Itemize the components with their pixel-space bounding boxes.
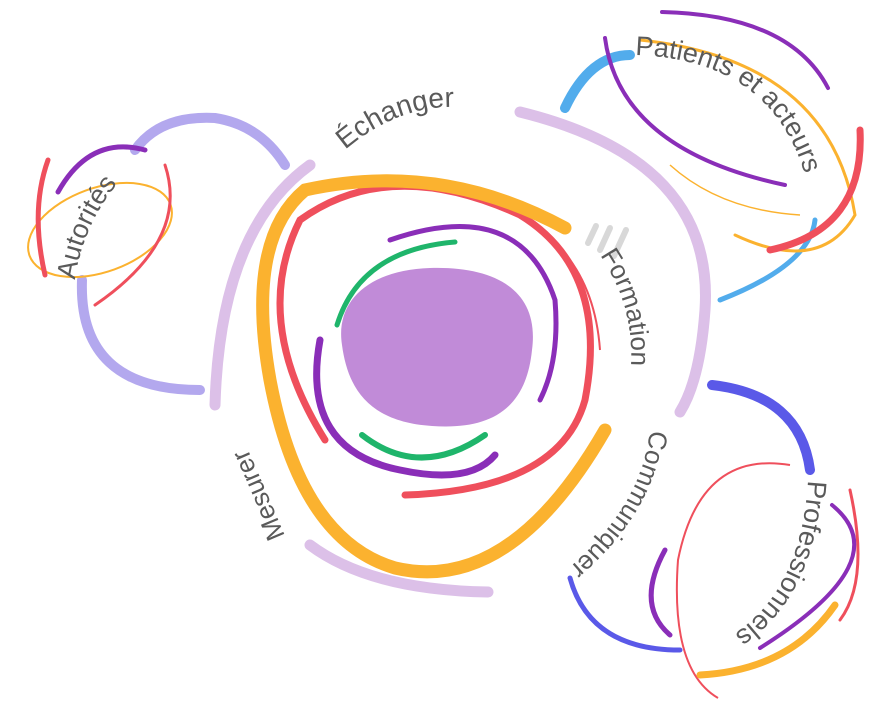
autorites-red-arc-left <box>35 157 51 278</box>
pros-orange-arc <box>696 601 839 679</box>
slash-mark <box>585 223 629 259</box>
red-thin-arc <box>429 189 601 351</box>
indigo-connector-bottom <box>567 575 683 653</box>
indigo-connector-top <box>707 380 815 475</box>
pros-purple-arc-right <box>758 503 857 650</box>
lilac-arc-bottom <box>304 539 494 598</box>
sky-connector-top <box>560 50 635 113</box>
patients-thin-orange <box>669 164 801 216</box>
patients-orange-arc <box>638 38 857 253</box>
lilac-arc-left <box>209 159 316 411</box>
purple-arc-center-right <box>387 224 559 403</box>
purple-arc-center <box>313 336 499 479</box>
label-mesurer: Mesurer <box>225 445 290 545</box>
label-echanger: Échanger <box>330 82 455 155</box>
pros-purple-arc-left <box>648 547 673 638</box>
green-arc-bottom <box>359 432 488 461</box>
autorites-red-arc-right <box>93 163 172 307</box>
center-blob <box>341 267 533 427</box>
pros-red-ellipse <box>675 462 791 699</box>
lilac-arc-right <box>514 106 711 418</box>
orange-ring <box>256 174 612 579</box>
periwinkle-connector-top <box>130 112 290 170</box>
patients-purple-ellipse <box>603 10 830 187</box>
sky-connector-bottom <box>717 217 818 303</box>
label-formation: Formation <box>595 242 655 366</box>
periwinkle-connector-bottom <box>76 275 205 395</box>
autorites-purple-arc <box>55 144 148 195</box>
patients-red-arc <box>766 126 864 254</box>
green-arc-top <box>334 239 458 328</box>
pros-red-arc-right <box>838 488 860 622</box>
red-ring <box>276 182 594 499</box>
